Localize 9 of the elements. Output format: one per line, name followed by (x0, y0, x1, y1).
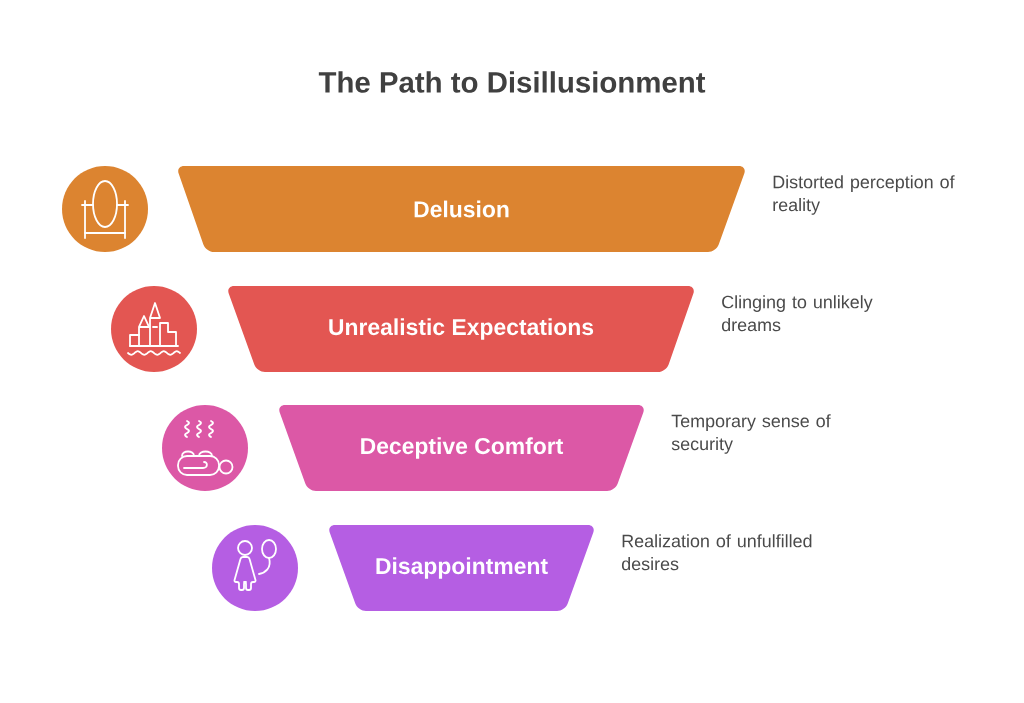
title: The Path to Disillusionment (318, 71, 706, 93)
funnel-band: Delusion (178, 166, 745, 252)
funnel-band: Unrealistic Expectations (228, 286, 694, 372)
funnel-band: Deceptive Comfort (279, 405, 644, 491)
description-text: Temporary sense of security (671, 414, 831, 454)
funnel-band: Disappointment (329, 525, 594, 611)
description-text: Clinging to unlikely dreams (721, 295, 873, 332)
description-text: Distorted perception of reality (773, 175, 955, 215)
description-text: Realization of unfulfilled desires (621, 534, 812, 571)
